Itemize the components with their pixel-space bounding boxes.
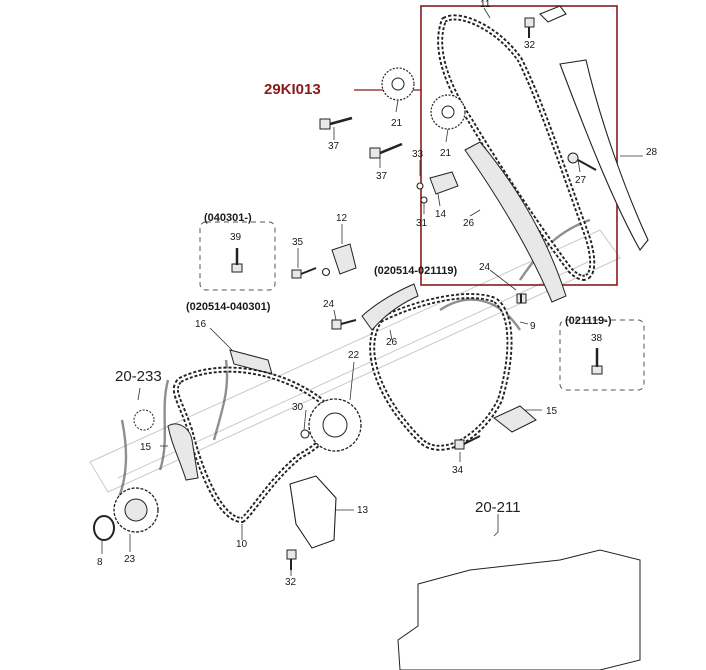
ring-8 — [93, 515, 115, 541]
lower-chain-guide — [361, 283, 419, 331]
lower-chain — [369, 293, 513, 451]
range-020514-040301: (020514-040301) — [186, 301, 271, 313]
label-34: 34 — [452, 465, 464, 476]
bolt-24-a — [516, 293, 527, 304]
label-26-b: 26 — [386, 337, 398, 348]
label-10: 10 — [236, 539, 248, 550]
label-35: 35 — [292, 237, 304, 248]
bolt-38 — [591, 348, 603, 375]
left-chain — [172, 366, 334, 524]
leader-lines — [101, 7, 581, 576]
label-15-a: 15 — [140, 442, 152, 453]
label-31: 31 — [416, 218, 428, 229]
bolt-34 — [454, 435, 481, 450]
upper-chain — [437, 14, 596, 281]
label-24-a: 24 — [479, 262, 491, 273]
bolt-27 — [567, 152, 597, 171]
bolt-37-a — [319, 116, 353, 130]
top-bracket — [539, 5, 567, 23]
label-11: 11 — [480, 0, 491, 10]
label-16: 16 — [195, 319, 207, 330]
label-37-a: 37 — [328, 141, 340, 152]
tensioner-15-left — [167, 423, 199, 481]
upper-chain-guide — [464, 141, 567, 303]
bolt-37-b — [369, 142, 403, 159]
label-38: 38 — [591, 333, 603, 344]
label-27: 27 — [575, 175, 587, 186]
label-24-b: 24 — [323, 299, 335, 310]
box-021119 — [559, 319, 645, 391]
bolt-39 — [231, 248, 243, 273]
tensioner-12 — [321, 243, 357, 277]
label-37-b: 37 — [376, 171, 388, 182]
label-9: 9 — [530, 321, 536, 332]
highlight-frame — [420, 5, 618, 286]
engine-block-outline — [397, 549, 641, 670]
label-26-a: 26 — [463, 218, 475, 229]
label-14: 14 — [435, 209, 447, 220]
label-15-b: 15 — [546, 406, 558, 417]
small-sprocket — [133, 409, 155, 431]
range-020514-021119: (020514-021119) — [374, 265, 458, 277]
label-30: 30 — [292, 402, 304, 413]
label-33: 33 — [412, 149, 424, 160]
cam-sprocket-a — [381, 67, 415, 101]
label-23: 23 — [124, 554, 136, 565]
cam-sprocket-b — [430, 94, 466, 130]
label-21-a: 21 — [391, 118, 403, 129]
bolt-32-top — [524, 17, 535, 38]
label-28: 28 — [646, 147, 658, 158]
bolt-24-b — [331, 319, 357, 330]
chain-tensioner-14 — [416, 171, 459, 204]
ref-20-211: 20-211 — [475, 499, 521, 516]
range-021119: (021119-) — [565, 315, 612, 327]
label-32-bottom: 32 — [285, 577, 297, 588]
label-39: 39 — [230, 232, 242, 243]
ref-20-233: 20-233 — [115, 368, 162, 385]
part-labels: 11 32 21 21 37 37 33 14 31 26 28 27 12 3… — [97, 0, 658, 588]
label-21-b: 21 — [440, 148, 452, 159]
guide-16 — [229, 349, 273, 375]
sprocket-22 — [308, 398, 362, 452]
label-22: 22 — [348, 350, 360, 361]
upper-tensioner-arm — [559, 59, 649, 251]
label-12: 12 — [336, 213, 348, 224]
range-040301: (040301-) — [204, 212, 252, 224]
bracket-13 — [289, 475, 337, 549]
bolt-35 — [291, 267, 317, 279]
box-040301 — [199, 221, 276, 291]
label-32-top: 32 — [524, 40, 536, 51]
bracket-15-right — [493, 405, 537, 433]
label-13: 13 — [357, 505, 369, 516]
washer-30 — [300, 429, 310, 439]
label-8: 8 — [97, 557, 103, 568]
title-code: 29KI013 — [264, 81, 321, 98]
crank-sprocket-23 — [113, 487, 159, 533]
bolt-32-bottom — [286, 549, 297, 570]
